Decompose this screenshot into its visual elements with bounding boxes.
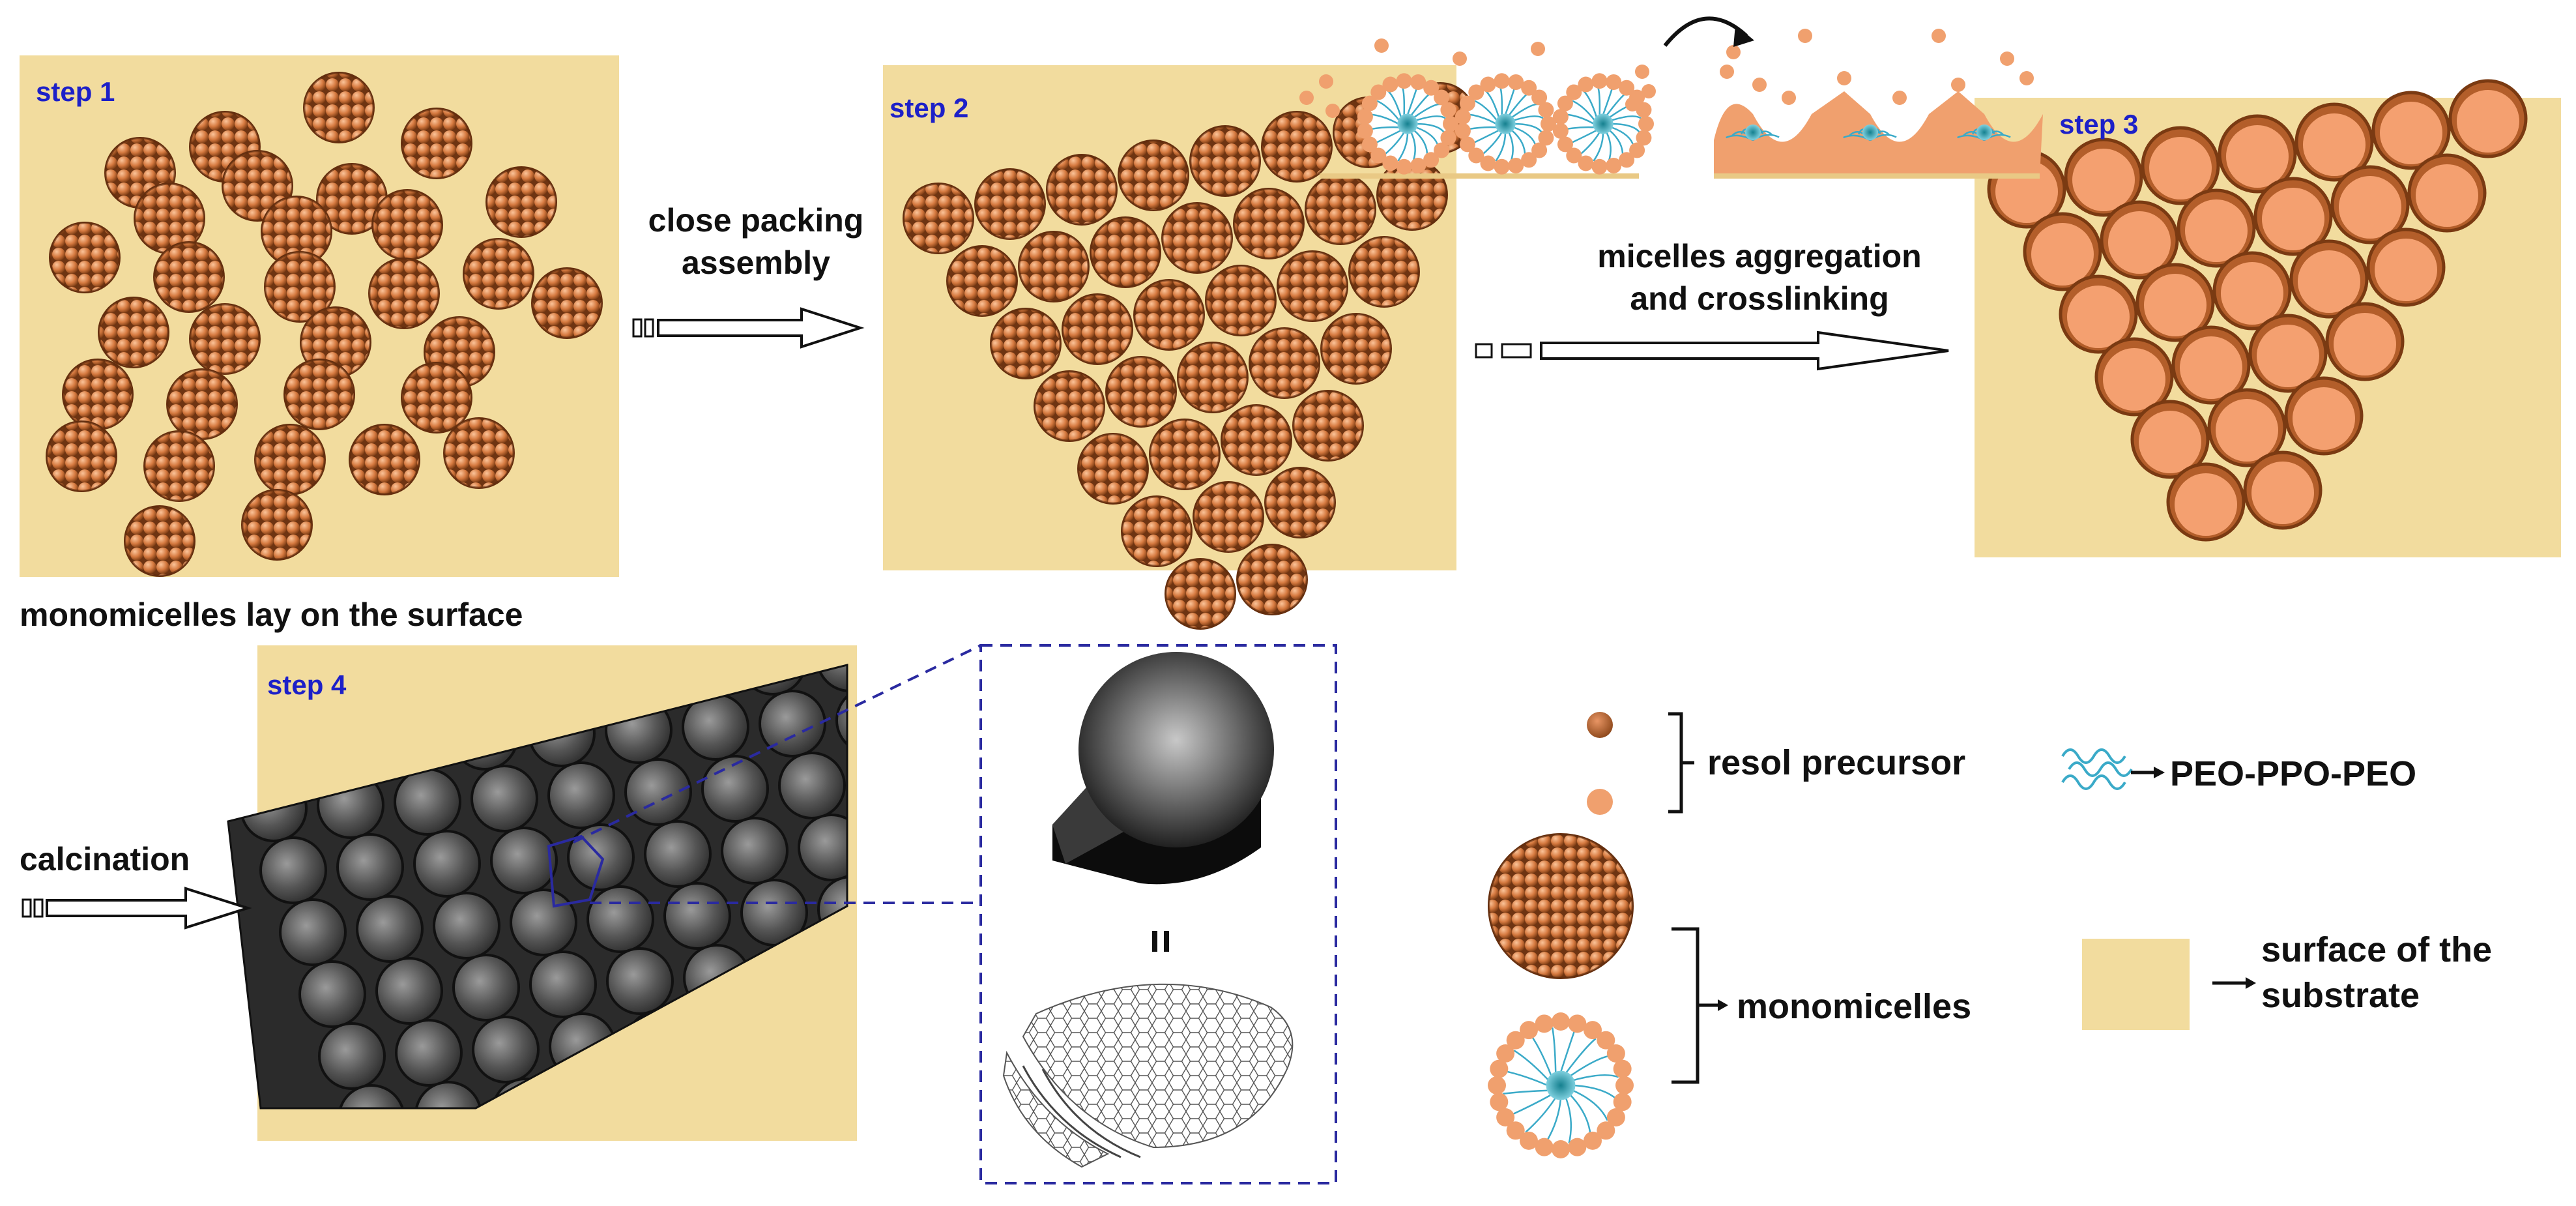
cross-section-micelles (1299, 38, 1656, 179)
zoom-box (979, 644, 1337, 1184)
legend-precursor-dots (1587, 712, 1694, 815)
legend-substrate-swatch (2082, 939, 2190, 1030)
equals-sign-icon (1152, 931, 1169, 952)
legend-surface-label-line2: substrate (2261, 976, 2420, 1015)
step2-label: step 2 (890, 93, 968, 123)
step4-label: step 4 (267, 669, 347, 700)
arrow3-label: calcination (20, 841, 190, 877)
legend-monomicelle-cross-section (1488, 1012, 1634, 1158)
step1-caption: monomicelles lay on the surface (20, 596, 523, 633)
legend-monomicelle-bracket (1672, 927, 1728, 1084)
legend-surface-label-line1: surface of the (2261, 930, 2492, 969)
legend-monomicelles-label: monomicelles (1737, 987, 1971, 1026)
legend-resol-label: resol precursor (1707, 743, 1965, 782)
legend-monomicelle-bead-sphere (1488, 833, 1634, 979)
polymer-chain-icon (2061, 748, 2165, 790)
arrow2-label-line2: and crosslinking (1630, 280, 1889, 317)
selected-pore-outline (547, 834, 605, 908)
step1-scattered-micelles (46, 72, 603, 577)
arrow1-label-line2: assembly (682, 244, 830, 281)
arrow-calcination (22, 887, 252, 930)
step3-label: step 3 (2059, 109, 2138, 140)
arrow2-label-line1: micelles aggregation (1597, 238, 1921, 274)
legend-substrate-arrow (2212, 977, 2256, 989)
step1-label: step 1 (36, 76, 115, 107)
curved-arrow-head (1733, 25, 1754, 47)
honeycomb-bowl (1002, 983, 1294, 1168)
legend-peo-label: PEO-PPO-PEO (2170, 754, 2416, 793)
arrow-aggregation (1475, 331, 1949, 371)
single-pore-model (1052, 652, 1274, 885)
zoom-connector (573, 644, 1337, 1184)
cross-section-aggregated (1714, 29, 2043, 179)
arrow1-label-line1: close packing (648, 202, 864, 239)
arrow-close-packing (632, 307, 865, 349)
